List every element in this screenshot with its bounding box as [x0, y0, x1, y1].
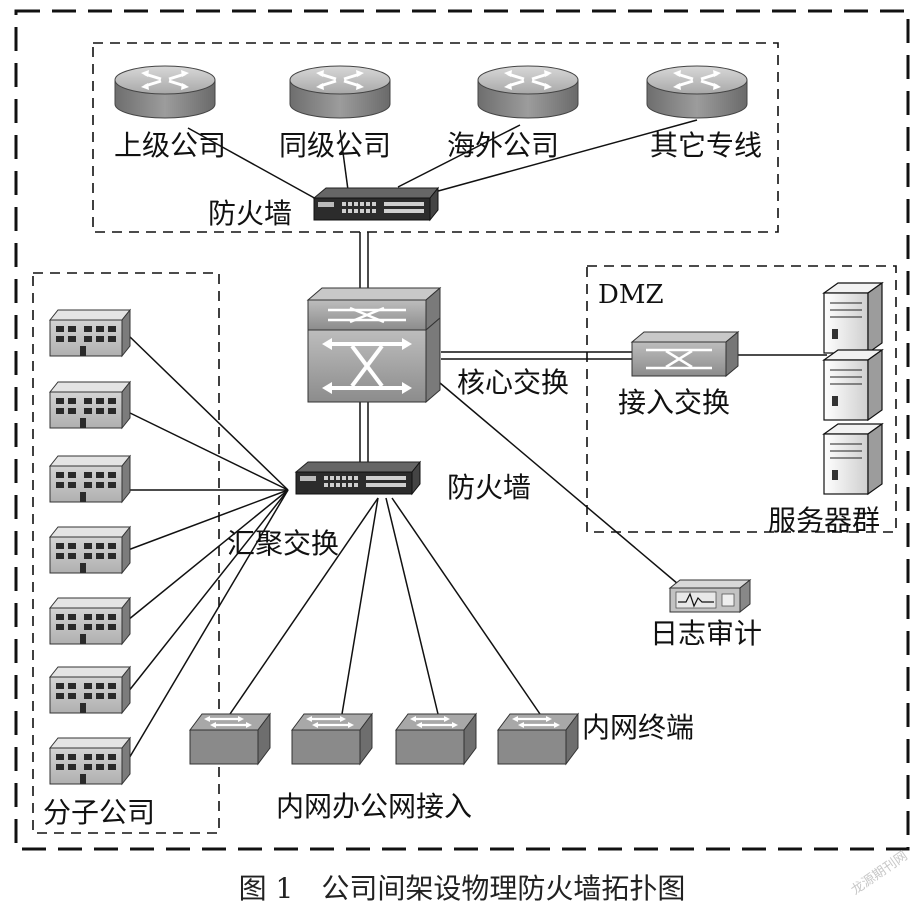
watermark: 龙源期刊网: [849, 849, 911, 899]
intranet-switch-icon: [188, 712, 272, 766]
router-label-peer: 同级公司: [279, 129, 391, 162]
server-group-label: 服务器群: [768, 504, 880, 537]
agg-firewall-label: 防火墙: [447, 471, 531, 504]
branch-label: 分子公司: [43, 796, 155, 829]
router-icon: [113, 64, 217, 120]
link-agg-sw2: [341, 497, 379, 715]
router-icon: [645, 64, 749, 120]
intranet-office-label: 内网办公网接入: [276, 790, 472, 823]
link-branch-1: [127, 334, 289, 491]
link-branch-7: [127, 489, 289, 761]
branch-building-icon: [49, 666, 131, 714]
router-label-overseas: 海外公司: [447, 129, 559, 162]
intranet-switch-icon: [394, 712, 478, 766]
branch-building-icon: [49, 737, 131, 785]
branch-building-icon: [49, 309, 131, 357]
link-agg-sw4: [391, 497, 541, 715]
figure-caption: 图 1 公司间架设物理防火墙拓扑图: [239, 872, 686, 905]
link-branch-6: [127, 489, 289, 693]
link-branch-4: [127, 489, 289, 551]
access-switch-icon: [630, 330, 740, 378]
link-router3-firewall: [397, 124, 521, 188]
dmz-label: DMZ: [598, 280, 664, 310]
router-label-other: 其它专线: [650, 129, 762, 162]
link-router1-firewall: [187, 127, 319, 201]
server-icon: [823, 423, 883, 495]
link-branch-5: [127, 489, 289, 621]
firewall-top-icon: [313, 187, 439, 221]
core-switch-icon: [306, 286, 442, 404]
link-core-log: [439, 382, 679, 585]
server-icon: [823, 282, 883, 354]
branch-building-icon: [49, 597, 131, 645]
firewall-top-label: 防火墙: [208, 197, 292, 230]
link-branch-2: [127, 411, 289, 491]
branch-group-box: [32, 272, 220, 834]
log-audit-icon: [668, 578, 752, 614]
link-router2-firewall: [339, 129, 349, 191]
access-switch-label: 接入交换: [618, 386, 730, 419]
agg-firewall-icon: [295, 461, 421, 495]
intranet-switch-icon: [496, 712, 580, 766]
router-icon: [288, 64, 392, 120]
log-audit-label: 日志审计: [650, 617, 762, 650]
upper-group-box: [92, 42, 779, 233]
intranet-switch-icon: [290, 712, 374, 766]
branch-building-icon: [49, 455, 131, 503]
server-icon: [823, 349, 883, 421]
connection-lines: [127, 119, 827, 761]
link-router4-firewall: [419, 119, 698, 197]
link-agg-sw3: [385, 497, 439, 715]
dmz-group-box: [586, 265, 897, 533]
core-switch-label: 核心交换: [457, 366, 569, 399]
branch-building-icon: [49, 381, 131, 429]
link-agg-sw1: [229, 497, 379, 715]
router-label-upper: 上级公司: [114, 129, 226, 162]
branch-building-icon: [49, 526, 131, 574]
router-icon: [476, 64, 580, 120]
intranet-terminal-label: 内网终端: [582, 711, 694, 744]
agg-switch-label: 汇聚交换: [227, 527, 339, 560]
outer-frame: [14, 9, 910, 851]
